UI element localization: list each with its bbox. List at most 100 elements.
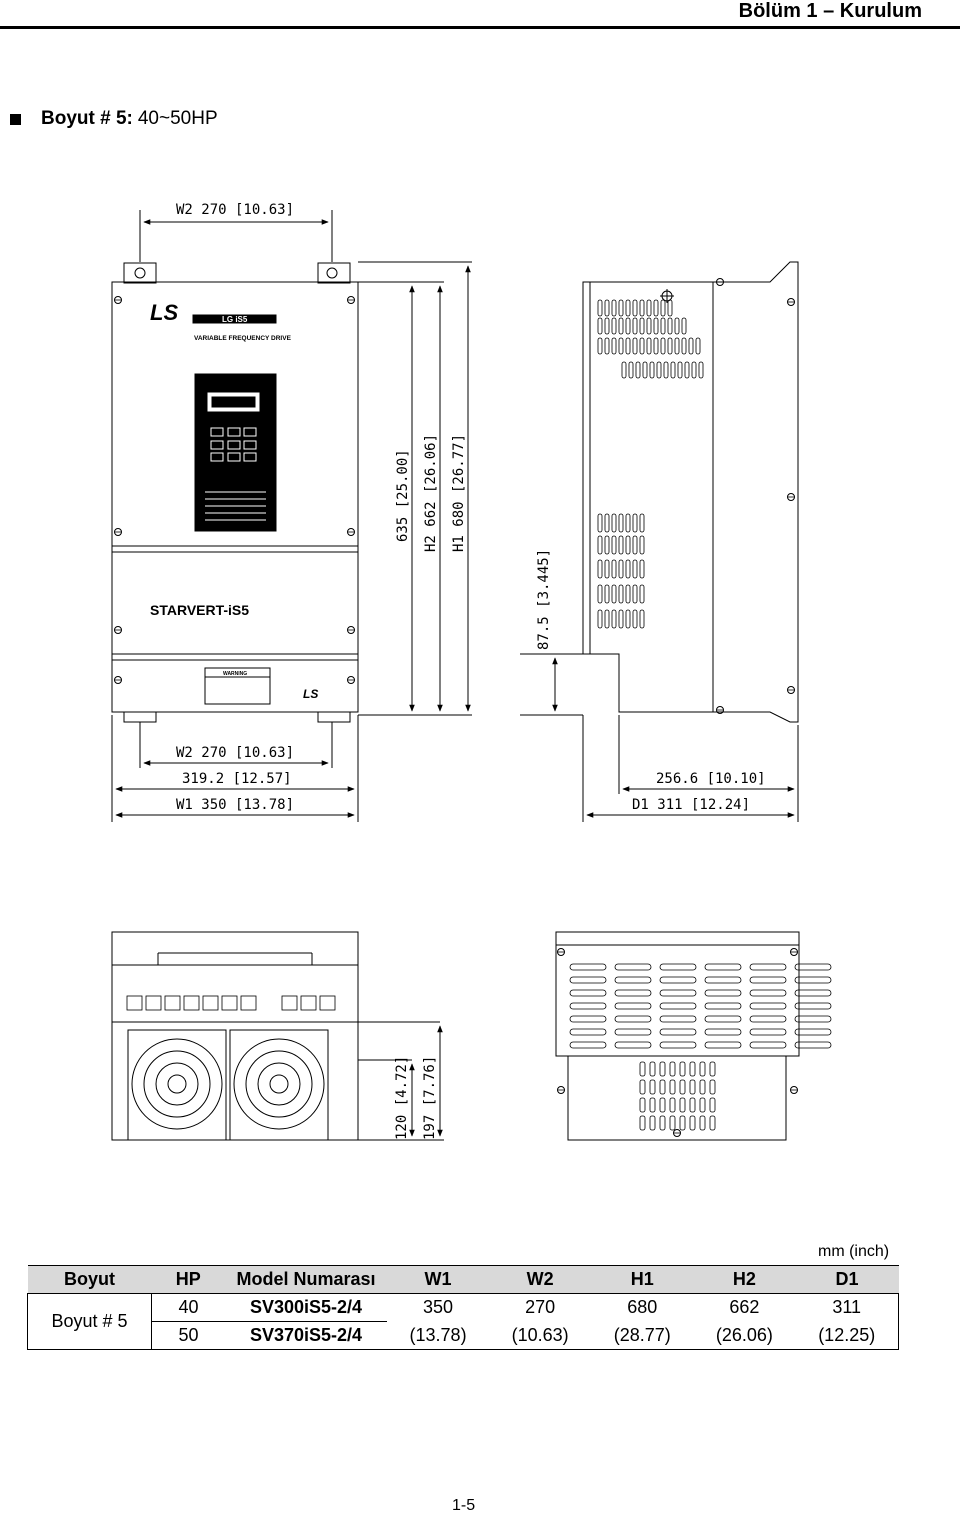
terminal-block [126, 995, 336, 1011]
col-d1: D1 [795, 1265, 899, 1294]
terminal [126, 995, 143, 1011]
vent-slot [639, 513, 645, 533]
dim-h1: H1 680 [26.77] [451, 434, 467, 552]
dim-w1: W1 350 [13.78] [176, 797, 294, 813]
dim-635: 635 [25.00] [395, 449, 411, 542]
vent-slot [749, 989, 787, 997]
vent-slot [569, 1041, 607, 1049]
vent-slot [674, 337, 680, 355]
vent-slot [794, 976, 832, 984]
vent-slot [625, 317, 631, 335]
vent-slot [689, 1079, 696, 1095]
vent-slot [689, 1115, 696, 1131]
vent-slot [699, 1061, 706, 1077]
col-boyut: Boyut [27, 1265, 152, 1294]
vent-slot [611, 513, 617, 533]
terminal [281, 995, 298, 1011]
col-h2: H2 [693, 1265, 796, 1294]
warning-label: WARNING [223, 671, 247, 677]
vent-slot [625, 337, 631, 355]
vent-slot [618, 609, 624, 629]
vent-slot [691, 361, 697, 379]
cell-h1-inch: (28.77) [591, 1321, 694, 1350]
section-range: 40~50HP [137, 108, 218, 129]
vent-slot [614, 1028, 652, 1036]
vent-slot [656, 361, 662, 379]
vent-slot [625, 584, 631, 604]
vent-slot [681, 317, 687, 335]
vent-slot [659, 976, 697, 984]
front-view [111, 210, 472, 822]
terminal [202, 995, 219, 1011]
vent-slot [653, 299, 659, 317]
terminal [319, 995, 336, 1011]
col-model: Model Numarası [225, 1265, 387, 1294]
vent-slot [639, 535, 645, 555]
vent-slot [679, 1061, 686, 1077]
vent-slot [649, 1097, 656, 1113]
vent-slot [618, 584, 624, 604]
vent-slot [625, 535, 631, 555]
vent-slot [618, 299, 624, 317]
vent-slot [632, 337, 638, 355]
dim-top-w2: W2 270 [10.63] [176, 202, 294, 218]
vent-slot [660, 317, 666, 335]
vent-slot [749, 963, 787, 971]
vent-slot [695, 337, 701, 355]
ls-logo-small: LS [303, 687, 318, 701]
vent-slot [618, 559, 624, 579]
vent-slot [749, 1028, 787, 1036]
vent-slot [569, 1002, 607, 1010]
vent-slot [639, 1061, 646, 1077]
terminal [240, 995, 257, 1011]
top-vent-slots [569, 963, 832, 1131]
vent-slot [659, 989, 697, 997]
vent-slot [597, 337, 603, 355]
vent-slot [669, 1079, 676, 1095]
vent-slot [649, 361, 655, 379]
vent-slot [614, 976, 652, 984]
vent-slot [667, 317, 673, 335]
vent-slot [614, 1041, 652, 1049]
bullet-square [10, 113, 21, 125]
page-number: 1-5 [452, 1497, 476, 1514]
cell-h2-inch: (26.06) [693, 1321, 796, 1350]
vent-slot [625, 559, 631, 579]
vent-slot [689, 1097, 696, 1113]
vent-slot [679, 1079, 686, 1095]
col-h1: H1 [591, 1265, 694, 1294]
vent-slot [632, 609, 638, 629]
vent-slot [659, 1115, 666, 1131]
cell-model: SV370iS5-2/4 [225, 1321, 387, 1350]
vent-slot [794, 1028, 832, 1036]
product-subtitle: VARIABLE FREQUENCY DRIVE [194, 335, 292, 342]
vent-slot [632, 584, 638, 604]
vent-slot [639, 317, 645, 335]
top-view [555, 931, 800, 1141]
terminal [221, 995, 238, 1011]
vent-slot [794, 963, 832, 971]
cell-w1: 350 [423, 1297, 454, 1318]
vent-slot [632, 535, 638, 555]
vent-slot [614, 1002, 652, 1010]
vent-slot [597, 584, 603, 604]
vent-slot [625, 609, 631, 629]
vent-slot [749, 1002, 787, 1010]
vent-slot [618, 337, 624, 355]
vent-slot [704, 976, 742, 984]
cell-w2: 270 [525, 1297, 556, 1318]
vent-slot [618, 535, 624, 555]
unit-label: mm (inch) [818, 1243, 890, 1260]
vent-slot [604, 609, 610, 629]
vent-slot [659, 1015, 697, 1023]
vent-slot [604, 317, 610, 335]
vent-slot [639, 1115, 646, 1131]
vent-slot [649, 1079, 656, 1095]
vent-slot [669, 1097, 676, 1113]
spec-table: Boyut HP Model Numarası W1 W2 H1 H2 D1 B… [27, 1265, 900, 1350]
vent-slot [604, 535, 610, 555]
vent-slot [684, 361, 690, 379]
vent-slot [659, 1041, 697, 1049]
vent-slot [569, 989, 607, 997]
vent-slot [604, 559, 610, 579]
